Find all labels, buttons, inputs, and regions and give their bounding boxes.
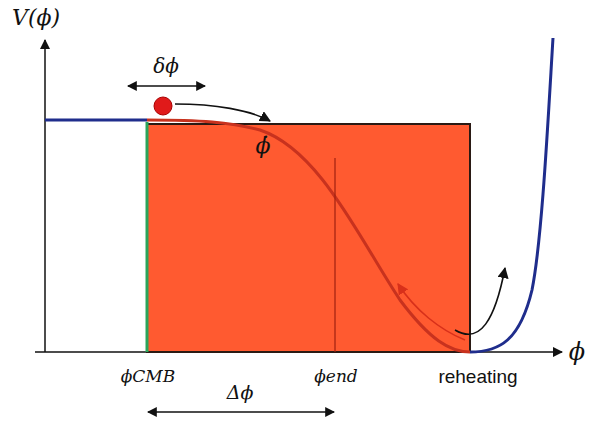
axis-label: V(ϕ): [12, 7, 60, 29]
field-value-label: ϕend: [314, 368, 357, 385]
axis-label: ϕ: [569, 340, 585, 364]
fluctuation-label: δϕ: [153, 56, 179, 76]
phase-label: reheating: [438, 367, 517, 386]
velocity-label: ϕ̇: [256, 135, 271, 157]
range-label: Δϕ: [227, 383, 254, 402]
field-value-label: ϕCMB: [121, 368, 176, 385]
